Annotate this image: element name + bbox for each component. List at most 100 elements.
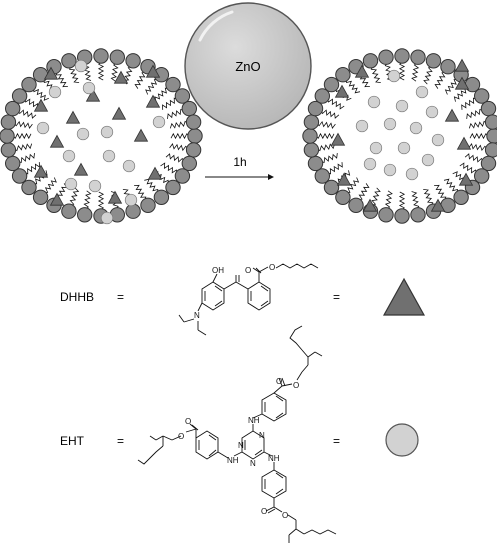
eht-molecule: [409, 121, 423, 135]
dhhb-molecule: [336, 172, 352, 186]
surfactant-head-bead: [187, 128, 203, 144]
eht-molecule: [122, 159, 136, 173]
eht-equals-right: =: [333, 434, 340, 448]
surfactant-tail: [468, 143, 488, 152]
time-label: 1h: [233, 155, 246, 169]
surfactant-tail: [44, 177, 57, 194]
surfactant-tail: [384, 190, 393, 210]
surfactant-head-bead: [174, 168, 191, 184]
dhhb-molecule: [147, 166, 163, 180]
surfactant-tail: [165, 153, 185, 163]
surfactant-head-bead: [303, 142, 320, 158]
surfactant-tail: [321, 153, 338, 164]
svg-text:O: O: [269, 263, 275, 272]
surfactant-head-bead: [480, 100, 497, 117]
surfactant-head-bead: [378, 49, 394, 65]
eht-molecule: [76, 127, 90, 141]
eht-molecule: [88, 179, 102, 193]
surfactant-tail: [55, 71, 68, 88]
surfactant-head-bead: [153, 189, 170, 206]
surfactant-head-bead: [362, 53, 379, 69]
surfactant-head-bead: [425, 53, 442, 69]
surfactant-head-bead: [378, 207, 394, 223]
surfactant-head-bead: [410, 49, 426, 65]
surfactant-tail: [411, 62, 420, 82]
zno-label: ZnO: [235, 59, 260, 74]
eht-molecule: [48, 85, 62, 99]
surfactant-head-bead: [453, 189, 469, 206]
surfactant-tail: [97, 61, 105, 81]
eht-structure: [137, 325, 337, 543]
dhhb-molecule: [107, 190, 123, 204]
surfactant-head-bead: [11, 168, 28, 184]
surfactant-tail: [468, 120, 487, 129]
surfactant-tail: [370, 66, 381, 83]
surfactant-head-bead: [5, 100, 21, 117]
dhhb-molecule: [111, 106, 127, 120]
surfactant-tail: [358, 183, 370, 201]
eht-molecule: [425, 105, 439, 119]
eht-molecule: [62, 149, 76, 163]
surfactant-tail: [434, 184, 447, 201]
dhhb-molecule: [43, 66, 59, 80]
eht-molecule: [383, 163, 397, 177]
surfactant-head-bead: [0, 142, 17, 158]
surfactant-head-bead: [410, 207, 426, 223]
svg-text:O: O: [261, 507, 267, 516]
eht-circle-symbol: [385, 423, 419, 457]
surfactant-tail: [170, 132, 190, 140]
micelle-after: [302, 48, 497, 224]
zno-particle: ZnO: [184, 2, 312, 130]
eht-molecule: [415, 85, 429, 99]
surfactant-head-bead: [314, 88, 330, 104]
svg-text:O: O: [282, 511, 288, 520]
dhhb-molecule: [454, 58, 470, 72]
surfactant-head-bead: [484, 142, 497, 158]
reaction-arrow: 1h: [205, 155, 274, 180]
surfactant-head-bead: [5, 155, 21, 172]
surfactant-tail: [169, 120, 188, 129]
surfactant-head-bead: [185, 114, 202, 130]
eht-atom-labels: NH NH NH N N N N O O O O O O: [178, 377, 299, 520]
eht-molecule: [102, 149, 116, 163]
surfactant-head-bead: [93, 48, 109, 64]
eht-molecule: [405, 167, 419, 181]
eht-molecule: [36, 121, 50, 135]
dhhb-molecule: [49, 192, 65, 206]
surfactant-tail: [459, 162, 477, 174]
eht-molecule: [369, 141, 383, 155]
surfactant-head-bead: [348, 197, 364, 214]
surfactant-tail: [167, 108, 184, 119]
surfactant-head-bead: [181, 100, 198, 117]
surfactant-tail: [33, 88, 49, 101]
surfactant-head-bead: [32, 67, 49, 83]
svg-text:N: N: [250, 459, 256, 468]
svg-text:NH: NH: [268, 454, 280, 463]
dhhb-molecule: [85, 88, 101, 102]
surfactant-head-bead: [480, 155, 497, 172]
eht-molecule: [74, 59, 88, 73]
dhhb-molecule: [33, 164, 49, 178]
surfactant-head-bead: [125, 203, 141, 219]
eht-molecule: [100, 211, 114, 225]
surfactant-head-bead: [32, 189, 49, 206]
svg-text:O: O: [185, 417, 191, 426]
surfactant-head-bead: [440, 58, 456, 75]
surfactant-tail: [464, 153, 484, 163]
surfactant-head-bead: [323, 76, 340, 93]
surfactant-tail: [154, 87, 169, 102]
surfactant-head-bead: [307, 155, 324, 172]
surfactant-tail: [18, 153, 35, 164]
surfactant-tail: [434, 71, 446, 89]
dhhb-equals-left: =: [117, 290, 124, 304]
surfactant-tail: [169, 143, 189, 152]
eht-molecule: [100, 125, 114, 139]
svg-text:O: O: [245, 266, 251, 275]
surfactant-head-bead: [61, 203, 77, 219]
surfactant-head-bead: [394, 208, 410, 224]
dhhb-label: DHHB: [60, 290, 94, 304]
surfactant-head-bead: [21, 76, 37, 93]
surfactant-tail: [316, 120, 336, 129]
svg-text:O: O: [293, 381, 299, 390]
